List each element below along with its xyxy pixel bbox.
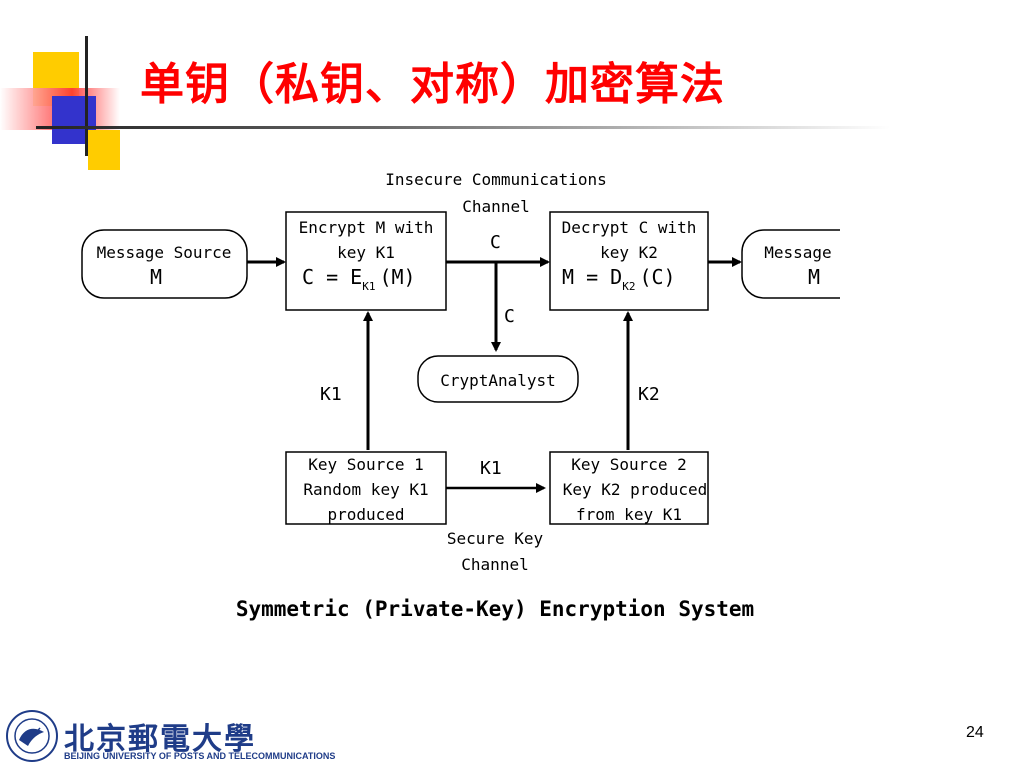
channel-label-line2: Channel <box>462 197 529 216</box>
encrypt-formula-tail: (M) <box>379 265 415 289</box>
decrypt-line1: Decrypt C with <box>562 218 697 237</box>
encrypt-line2: key K1 <box>337 243 395 262</box>
key-source-2-line3: from key K1 <box>576 505 682 524</box>
slide-title: 单钥（私钥、对称）加密算法 <box>140 59 725 110</box>
cryptanalyst-box <box>417 355 579 403</box>
message-dest-label: Message Dest <box>764 243 840 262</box>
cryptanalyst-label: CryptAnalyst <box>440 371 556 390</box>
page-number: 24 <box>966 724 984 741</box>
k1-label: K1 <box>320 384 342 405</box>
university-seal-logo <box>6 710 58 762</box>
decor-vertical-line <box>85 36 88 156</box>
message-source-label: Message Source <box>97 243 232 262</box>
encryption-diagram: Insecure Communications Channel Message … <box>81 170 840 621</box>
channel-label-line1: Insecure Communications <box>385 170 607 189</box>
decrypt-formula: M = DK2 (C) <box>562 265 676 293</box>
decor-yellow-square-small <box>88 130 120 170</box>
key-source-1-box <box>285 451 447 525</box>
k1-secure-label: K1 <box>480 458 502 479</box>
k2-label: K2 <box>638 384 660 405</box>
key-source-1-line1: Key Source 1 <box>308 455 424 474</box>
key-source-2-line1: Key Source 2 <box>571 455 687 474</box>
decrypt-line2: key K2 <box>600 243 658 262</box>
encrypt-box <box>285 211 447 311</box>
university-name-en: BEIJING UNIVERSITY OF POSTS AND TELECOMM… <box>64 751 336 761</box>
message-source-box <box>81 229 248 299</box>
message-source-m: M <box>150 265 162 289</box>
key-source-2-line2: Key K2 produced <box>563 480 708 499</box>
message-dest-m: M <box>808 265 820 289</box>
encrypt-formula-sub: K1 <box>362 280 375 293</box>
decrypt-box <box>549 211 709 311</box>
decrypt-formula-sub: K2 <box>622 280 635 293</box>
decrypt-formula-main: M = D <box>562 265 622 289</box>
university-name-cn: 北京郵電大學 <box>64 722 256 757</box>
message-dest-box <box>741 229 840 299</box>
c-label-top: C <box>490 232 501 253</box>
secure-label-line1: Secure Key <box>447 529 544 548</box>
diagram-caption: Symmetric (Private-Key) Encryption Syste… <box>236 597 754 621</box>
secure-label-line2: Channel <box>461 555 528 574</box>
key-source-2-box <box>549 451 709 525</box>
c-label-down: C <box>504 306 515 327</box>
key-source-1-line2: Random key K1 <box>303 480 428 499</box>
encrypt-formula: C = EK1 (M) <box>302 265 416 293</box>
title-underline <box>36 126 890 129</box>
encrypt-formula-main: C = E <box>302 265 362 289</box>
key-source-1-line3: produced <box>327 505 404 524</box>
decrypt-formula-tail: (C) <box>639 265 675 289</box>
encrypt-line1: Encrypt M with <box>299 218 434 237</box>
